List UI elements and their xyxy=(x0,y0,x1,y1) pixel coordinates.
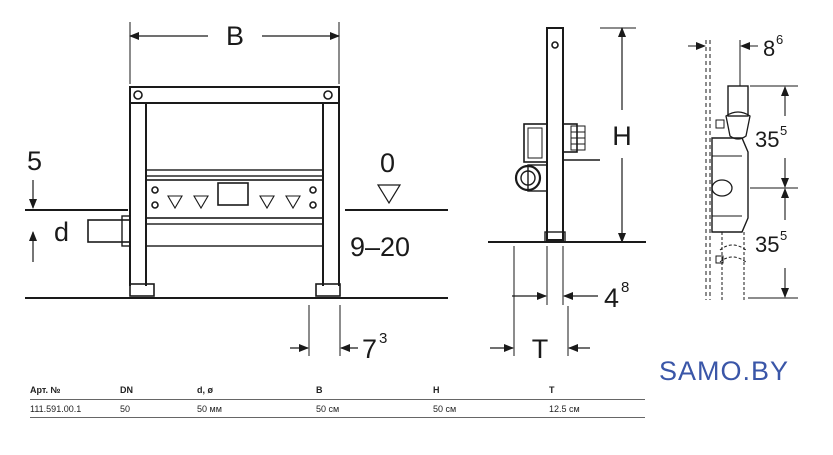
brand-logo: SAMO.BY xyxy=(659,356,790,386)
header-dn: DN xyxy=(120,383,197,400)
header-b: B xyxy=(316,383,433,400)
label-seven-sup: 3 xyxy=(379,330,387,347)
label-five: 5 xyxy=(27,146,42,176)
label-thirtyfive-lower-sup: 5 xyxy=(780,228,787,243)
label-range: 9–20 xyxy=(350,232,410,262)
label-eight: 8 xyxy=(763,36,775,61)
header-h: H xyxy=(433,383,549,400)
cell-dn: 50 xyxy=(120,399,197,418)
label-four: 4 xyxy=(604,283,619,313)
header-d: d, ø xyxy=(197,383,316,400)
label-thirtyfive-upper: 35 xyxy=(755,127,779,152)
header-article: Арт. № xyxy=(30,383,120,400)
label-eight-sup: 6 xyxy=(776,32,783,47)
cell-b: 50 см xyxy=(316,399,433,418)
cell-article: 111.591.00.1 xyxy=(30,399,120,418)
header-t: T xyxy=(549,383,645,400)
label-thirtyfive-lower: 35 xyxy=(755,232,779,257)
table-row: 111.591.00.1 50 50 мм 50 см 50 см 12.5 с… xyxy=(30,399,645,418)
front-view xyxy=(25,22,448,356)
label-t: T xyxy=(532,334,549,364)
label-zero: 0 xyxy=(380,148,395,178)
spec-table-header: Арт. № DN d, ø B H T xyxy=(30,383,645,400)
dimension-labels: B 5 0 d 9–20 7 3 H 4 8 T 8 6 35 5 35 5 xyxy=(27,21,787,364)
section-view xyxy=(688,40,798,302)
label-thirtyfive-upper-sup: 5 xyxy=(780,123,787,138)
cell-t: 12.5 см xyxy=(549,399,645,418)
label-h: H xyxy=(612,121,632,151)
label-b: B xyxy=(226,21,244,51)
side-view xyxy=(488,27,646,356)
label-d: d xyxy=(54,217,69,247)
spec-table: Арт. № DN d, ø B H T 111.591.00.1 50 50 … xyxy=(30,383,645,418)
cell-d: 50 мм xyxy=(197,399,316,418)
label-seven: 7 xyxy=(362,334,377,364)
cell-h: 50 см xyxy=(433,399,549,418)
label-four-sup: 8 xyxy=(621,279,629,296)
